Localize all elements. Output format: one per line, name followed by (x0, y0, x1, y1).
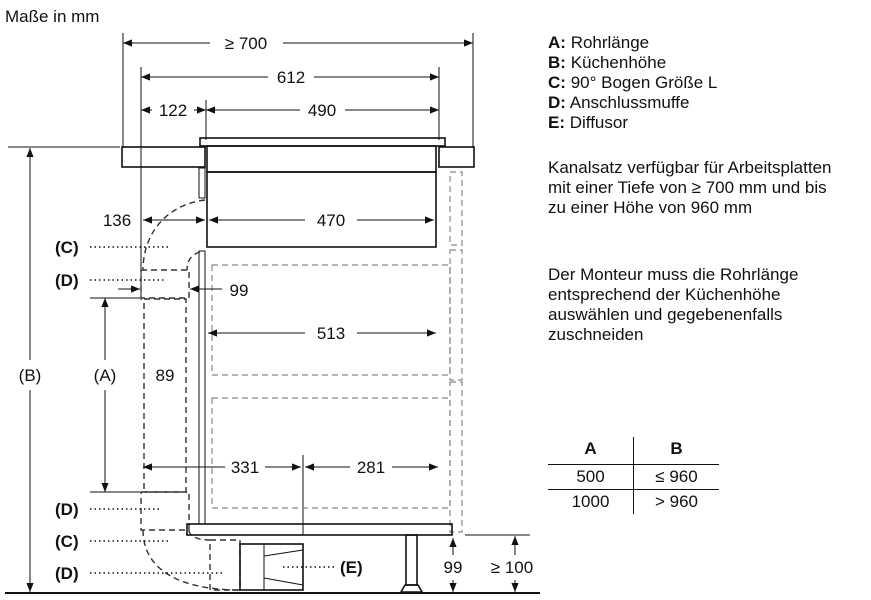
svg-text:281: 281 (357, 458, 385, 477)
svg-text:99: 99 (444, 558, 463, 577)
dimension-cutout-depth: 490 (206, 101, 439, 120)
svg-text:99: 99 (230, 281, 249, 300)
svg-text:(A): (A) (94, 366, 117, 385)
svg-text:≥ 100: ≥ 100 (491, 558, 533, 577)
table-row: 500 ≤ 960 (548, 464, 719, 490)
callout-D-lower: (D) (55, 564, 225, 583)
table-header-A: A (548, 437, 634, 465)
callout-C-lower: (C) (55, 532, 170, 551)
svg-text:(B): (B) (19, 366, 42, 385)
dimension-inner-depth: 513 (208, 324, 436, 343)
dimension-plinth-min: ≥ 100 (491, 536, 533, 592)
legend-item: E: Diffusor (548, 113, 628, 132)
legend-item: A: Rohrlänge (548, 33, 650, 52)
svg-text:470: 470 (317, 211, 345, 230)
svg-text:612: 612 (277, 68, 305, 87)
back-panel (198, 250, 206, 525)
legend-item: B: Küchenhöhe (548, 53, 667, 72)
extension-lines (8, 33, 530, 536)
svg-text:(C): (C) (55, 238, 79, 257)
cabinet-outline (211, 171, 463, 533)
dimension-A: (A) (94, 298, 117, 492)
dimension-B: (B) (19, 148, 42, 592)
pipe-length-table: A B 500 ≤ 960 1000 > 960 (548, 437, 719, 514)
dimension-hob-body: 470 (209, 211, 434, 230)
dimension-front-offset: 122 (141, 100, 206, 120)
callout-D-upper: (D) (55, 271, 165, 290)
note-installer: Der Monteur muss die Rohrlänge entsprech… (548, 265, 799, 344)
svg-text:122: 122 (159, 101, 187, 120)
dimension-hob-depth: 612 (141, 68, 439, 87)
table-row: 1000 > 960 (548, 489, 719, 514)
svg-text:136: 136 (103, 211, 131, 230)
svg-text:(D): (D) (55, 500, 79, 519)
countertop (121, 146, 475, 168)
note-kit-availability: Kanalsatz verfügbar für Arbeitsplatten m… (548, 158, 832, 217)
dimension-duct-offset: 136 (103, 211, 205, 230)
legend-item: D: Anschlussmuffe (548, 93, 690, 112)
diffuser (239, 543, 304, 591)
svg-text:(D): (D) (55, 271, 79, 290)
hob (199, 137, 446, 248)
elbow-upper (140, 199, 206, 299)
legend-item: C: 90° Bogen Größe L (548, 73, 718, 92)
bottom-shelf (186, 523, 453, 536)
table-header-B: B (633, 437, 719, 465)
back-panel-upper (198, 167, 206, 199)
svg-text:(C): (C) (55, 532, 79, 551)
svg-text:(D): (D) (55, 564, 79, 583)
dimension-lower-right: 281 (305, 458, 438, 477)
svg-text:513: 513 (317, 324, 345, 343)
cabinet-leg (399, 534, 424, 593)
elbow-lower (140, 491, 241, 591)
dimension-plinth-height: 99 (444, 538, 463, 592)
svg-text:331: 331 (231, 458, 259, 477)
callout-C-upper: (C) (55, 238, 170, 257)
units-title: Maße in mm (5, 7, 100, 26)
svg-text:≥ 700: ≥ 700 (225, 34, 267, 53)
dimension-duct-gap: 99 (118, 281, 248, 300)
callout-E: (E) (283, 558, 363, 577)
svg-text:490: 490 (308, 101, 336, 120)
dimension-duct-width: 89 (156, 366, 175, 385)
duct-pipe (143, 298, 187, 493)
legend: A: Rohrlänge B: Küchenhöhe C: 90° Bogen … (548, 33, 717, 133)
svg-text:(E): (E) (340, 558, 363, 577)
dimension-overall-depth: ≥ 700 (123, 34, 473, 53)
callout-D-middle: (D) (55, 500, 160, 519)
dimension-lower-left: 331 (143, 458, 301, 477)
